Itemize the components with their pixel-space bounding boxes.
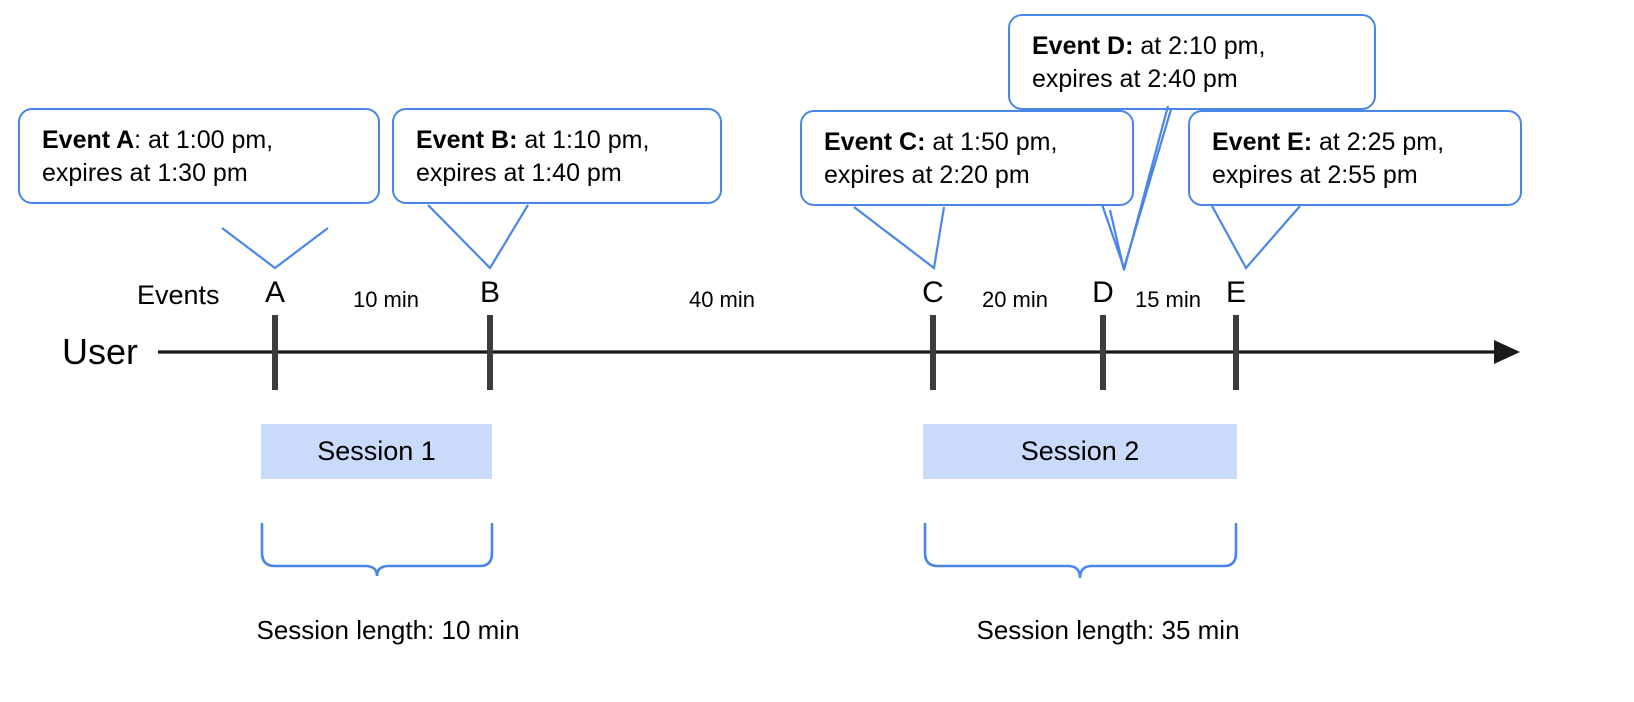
callout-a-line1-rest: : at 1:00 pm, (134, 126, 274, 154)
gap-label-d-e: 15 min (1134, 287, 1202, 312)
callout-event-b[interactable]: Event B: at 1:10 pm, expires at 1:40 pm (392, 108, 722, 204)
event-label-d: D (1092, 276, 1114, 309)
callout-b-event-name: Event B: (416, 126, 518, 154)
events-row-label: Events (137, 280, 220, 310)
gap-label-a-b: 10 min (352, 287, 420, 312)
callout-event-d[interactable]: Event D: at 2:10 pm, expires at 2:40 pm (1008, 14, 1376, 110)
session-2-length-caption: Session length: 35 min (976, 615, 1240, 645)
callout-event-c[interactable]: Event C: at 1:50 pm, expires at 2:20 pm (800, 110, 1134, 206)
lane-label-user: User (62, 331, 139, 372)
callout-e-line2: expires at 2:55 pm (1212, 161, 1418, 189)
gap-label-c-d: 20 min (981, 287, 1049, 312)
callout-e-event-name: Event E: (1212, 128, 1313, 156)
session-box-2[interactable]: Session 2 (923, 424, 1237, 479)
callout-event-a[interactable]: Event A: at 1:00 pm, expires at 1:30 pm (18, 108, 380, 204)
callout-c-line2: expires at 2:20 pm (824, 161, 1030, 189)
session-1-label: Session 1 (317, 436, 436, 466)
event-label-b: B (479, 276, 501, 309)
callout-a-event-name: Event A (42, 126, 135, 154)
callout-d-event-name: Event D: (1032, 32, 1134, 60)
callout-c-event-name: Event C: (824, 128, 926, 156)
timeline-arrowhead (1494, 340, 1520, 364)
event-label-a: A (264, 276, 286, 309)
callout-e-line1-rest: at 2:25 pm, (1312, 128, 1445, 156)
callout-b-line2: expires at 1:40 pm (416, 159, 622, 187)
event-label-c: C (922, 276, 944, 309)
callout-d-line2: expires at 2:40 pm (1032, 65, 1238, 93)
callout-d-line1-rest: at 2:10 pm, (1133, 32, 1266, 60)
session-2-label: Session 2 (1020, 436, 1140, 466)
session-box-1[interactable]: Session 1 (261, 424, 492, 479)
session-1-length-caption: Session length: 10 min (256, 615, 520, 645)
callout-b-line1-rest: at 1:10 pm, (517, 126, 650, 154)
callout-c-line1-rest: at 1:50 pm, (925, 128, 1058, 156)
event-label-e: E (1225, 276, 1247, 309)
brace-session-1 (260, 522, 494, 577)
brace-session-2 (923, 522, 1238, 579)
callout-event-e[interactable]: Event E: at 2:25 pm, expires at 2:55 pm (1188, 110, 1522, 206)
callout-a-line2: expires at 1:30 pm (42, 159, 248, 187)
gap-label-b-c: 40 min (688, 287, 756, 312)
